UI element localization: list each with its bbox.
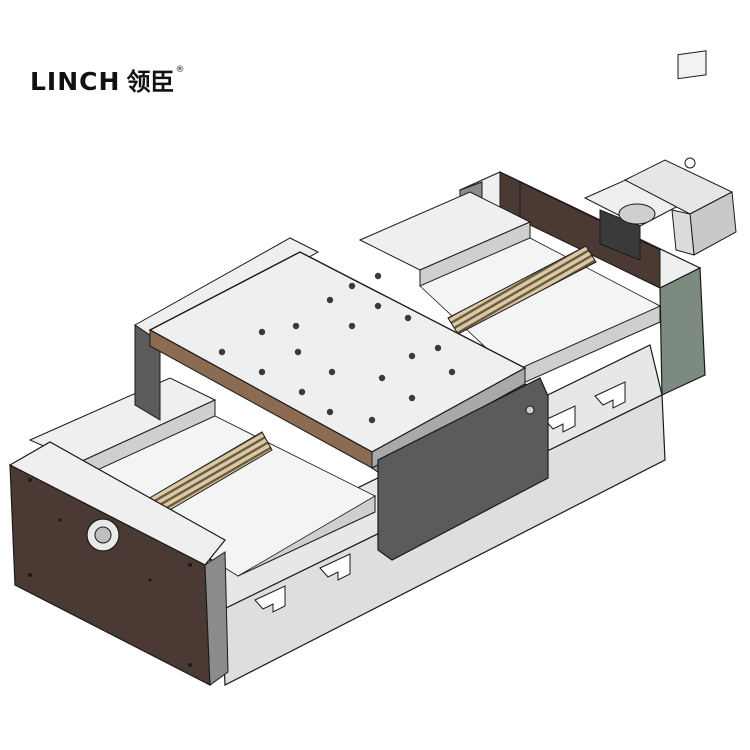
brand-name-latin: LINCH	[30, 67, 121, 96]
rear-end-frame	[458, 171, 706, 396]
front-end-plate	[8, 441, 229, 687]
servo-motor	[583, 50, 737, 261]
brand-name-cjk: 领臣	[126, 68, 175, 96]
carriage	[134, 237, 550, 561]
registered-trademark-mark: ®	[175, 65, 185, 75]
brand-logo: LINCH 领臣 ®	[30, 62, 184, 102]
